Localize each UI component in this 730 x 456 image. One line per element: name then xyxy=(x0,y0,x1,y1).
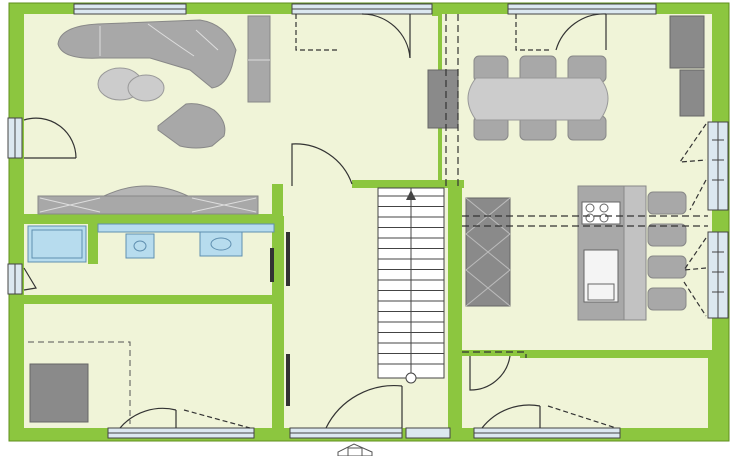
side-table xyxy=(127,74,165,102)
door-hall-living xyxy=(291,143,353,186)
door-entrance xyxy=(325,384,403,429)
entrance-arrow-icon xyxy=(337,443,373,456)
sofa xyxy=(57,19,237,89)
kitchen xyxy=(465,185,687,321)
bar-stool xyxy=(647,191,687,215)
door-living-top xyxy=(295,14,340,51)
bedroom-dashed-outline xyxy=(28,341,131,424)
washbasin xyxy=(199,231,243,257)
wall-cabinet-living xyxy=(427,69,459,129)
dining-table xyxy=(467,77,609,121)
sink xyxy=(583,249,619,303)
wall-bath-inner xyxy=(88,222,98,264)
sideboard-round-table xyxy=(103,185,189,197)
sofa-inner-line xyxy=(99,23,219,57)
door-storage-bottom xyxy=(481,404,541,429)
hall-upper-floor xyxy=(276,150,356,190)
door-top-swing xyxy=(361,13,411,59)
living-room-furniture xyxy=(37,15,459,215)
bath-counter-strip xyxy=(97,223,275,233)
door-bath-left xyxy=(23,267,37,291)
counter-extension xyxy=(623,185,647,321)
storage-room-floor xyxy=(462,356,708,428)
bathroom-fixtures xyxy=(27,223,275,263)
wall-living-bath xyxy=(22,214,272,224)
armchair xyxy=(157,103,226,149)
door-bedroom-bottom xyxy=(119,407,177,429)
wall-storage-top xyxy=(520,350,712,358)
dining-furniture xyxy=(467,15,705,141)
door-storage-hall xyxy=(469,355,511,391)
corner-cabinet-top xyxy=(669,15,705,69)
bar-stool xyxy=(647,223,687,247)
bedroom-furniture xyxy=(28,341,131,424)
overhead-dashed-lines xyxy=(445,14,708,358)
shower-tray xyxy=(27,225,87,263)
window-mullions xyxy=(14,8,724,434)
wall-living-dining-top xyxy=(432,4,442,16)
window-bottom-hall-right xyxy=(405,427,451,439)
desk xyxy=(29,363,89,423)
corner-cabinet-bottom xyxy=(679,69,705,117)
wall-hall-right xyxy=(448,186,462,432)
sideboard-hatching xyxy=(39,197,257,213)
interior-walls xyxy=(22,4,712,432)
wall-bath-bed xyxy=(22,295,276,304)
sliding-door-markers xyxy=(270,232,290,406)
toilet xyxy=(125,233,155,259)
doors xyxy=(23,13,707,429)
door-right-kitchen xyxy=(682,237,707,271)
stair-direction-arrow-icon xyxy=(406,190,416,200)
tv-cabinet xyxy=(247,15,271,103)
wall-stair-top xyxy=(352,180,464,188)
door-dining-top xyxy=(515,14,552,51)
bar-stool xyxy=(647,255,687,279)
cooktop xyxy=(581,201,621,225)
door-living-left xyxy=(23,117,77,159)
staircase xyxy=(377,187,445,384)
bar-stool xyxy=(647,287,687,311)
wall-hall-left xyxy=(272,184,283,432)
